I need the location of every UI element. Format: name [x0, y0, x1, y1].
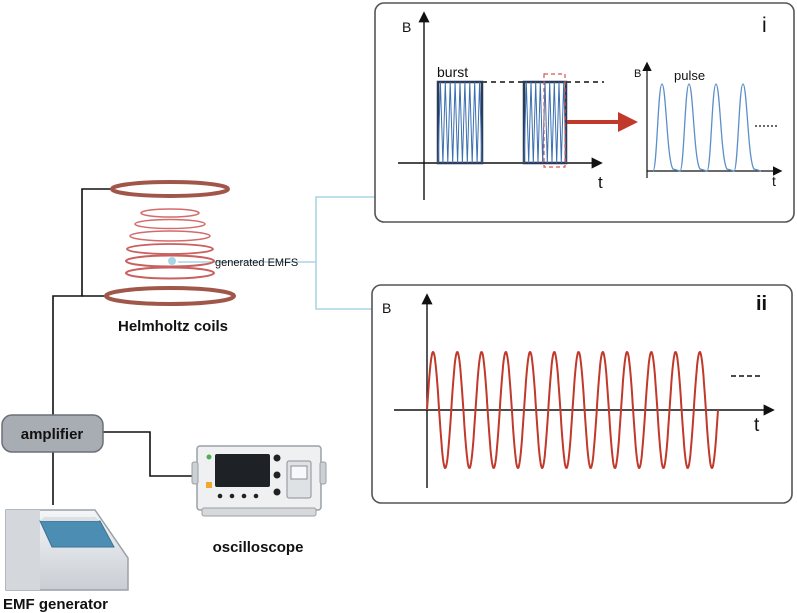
amplifier-label: amplifier [21, 426, 84, 443]
field-loop [129, 230, 211, 242]
field-center-dot [168, 257, 176, 265]
x-axis-label: t [598, 173, 603, 192]
emf-generator-label: EMF generator [3, 596, 108, 613]
field-loop [126, 243, 214, 255]
sine-waveform [426, 351, 719, 469]
top-coil [110, 180, 230, 198]
field-loop [134, 218, 206, 230]
pulse-waveform [652, 83, 762, 172]
burst-oscillation [437, 81, 483, 164]
connector-lines [178, 196, 375, 310]
y-axis-label: B [402, 19, 411, 35]
inset-y-axis-label: B [634, 68, 641, 80]
bottom-coil [104, 286, 236, 306]
burst-block [436, 80, 484, 165]
oscilloscope-label: oscilloscope [213, 539, 304, 556]
oscilloscope-device [191, 445, 327, 517]
y-axis-label: B [382, 300, 391, 316]
x-axis-label: t [754, 415, 760, 436]
pulse-label: pulse [674, 68, 705, 83]
burst-label: burst [437, 64, 468, 80]
inset-x-axis-label: t [772, 173, 776, 189]
panel-ii-roman: ii [756, 293, 767, 315]
burst-oscillation [523, 81, 567, 164]
helmholtz-coils-label: Helmholtz coils [118, 318, 228, 335]
burst-block [522, 80, 568, 165]
field-loop [140, 208, 200, 218]
generated-emfs-label: generated EMFS [215, 257, 298, 269]
amplifier: amplifier [1, 414, 104, 453]
zoom-highlight [543, 73, 566, 168]
field-loop [125, 266, 215, 280]
wiring [52, 188, 192, 505]
emf-generator-device [5, 509, 129, 591]
helmholtz-coils [104, 180, 236, 306]
panel-i-roman: i [762, 14, 767, 37]
panel-i: i B t burst B t pulse [374, 2, 795, 223]
panel-ii: ii B t [371, 284, 793, 504]
